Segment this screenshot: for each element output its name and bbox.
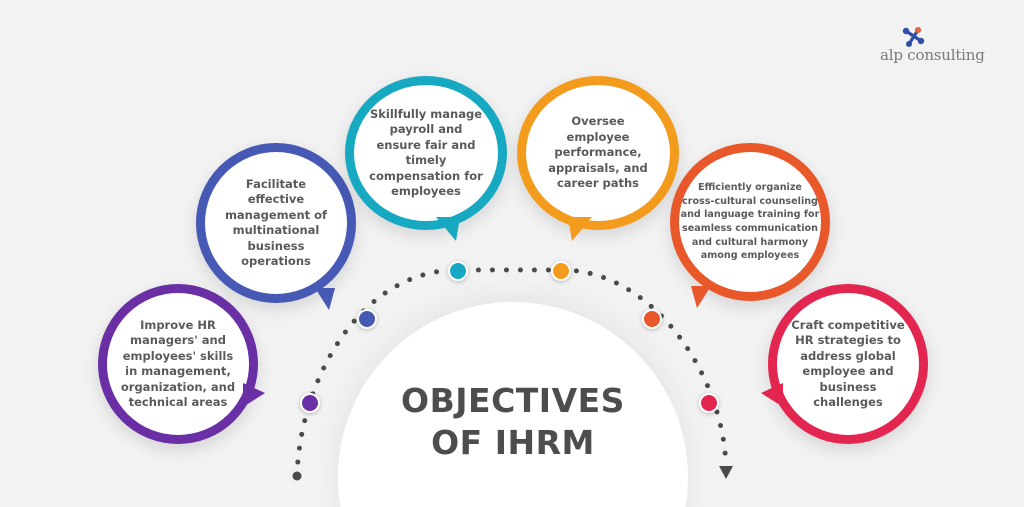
timeline-node-4 [551, 261, 571, 281]
timeline-node-6 [699, 393, 719, 413]
timeline-node-3 [448, 261, 468, 281]
logo-mark-icon [902, 27, 925, 47]
arc-end-arrow-icon [719, 466, 733, 479]
title-line-1: OBJECTIVES [401, 381, 625, 420]
timeline-node-5 [642, 309, 662, 329]
bubble-tail-1 [243, 383, 265, 407]
bubble-tail-6 [761, 383, 783, 407]
timeline-node-1 [300, 393, 320, 413]
alp-consulting-logo: alp consulting [878, 26, 1008, 76]
bubble-tail-3 [436, 217, 460, 241]
objective-text-6: Craft competitive HR strategies to addre… [791, 317, 905, 410]
objective-bubble-5: Efficiently organize cross-cultural coun… [670, 143, 830, 308]
title-line-2: OF IHRM [431, 423, 595, 462]
objective-bubble-2: Facilitate effective management of multi… [196, 143, 356, 310]
objective-text-1: Improve HR managers' and employees' skil… [120, 317, 236, 410]
objective-bubble-4: Oversee employee performance, appraisals… [517, 76, 679, 241]
bubble-tail-4 [568, 217, 592, 241]
bubble-tail-5 [691, 286, 711, 308]
page-title: OBJECTIVES OF IHRM [360, 380, 666, 464]
objective-text-3: Skillfully manage payroll and ensure fai… [369, 106, 483, 199]
timeline-node-2 [357, 309, 377, 329]
objective-text-5: Efficiently organize cross-cultural coun… [680, 182, 820, 262]
objective-bubble-6: Craft competitive HR strategies to addre… [761, 284, 928, 444]
bubble-tail-2 [315, 288, 335, 310]
objective-text-2: Facilitate effective management of multi… [224, 176, 328, 269]
arc-start-dot [292, 471, 302, 481]
objective-bubble-1: Improve HR managers' and employees' skil… [98, 284, 265, 444]
objective-bubble-3: Skillfully manage payroll and ensure fai… [345, 76, 507, 241]
objective-text-4: Oversee employee performance, appraisals… [548, 114, 648, 191]
logo-text: alp consulting [880, 46, 985, 64]
